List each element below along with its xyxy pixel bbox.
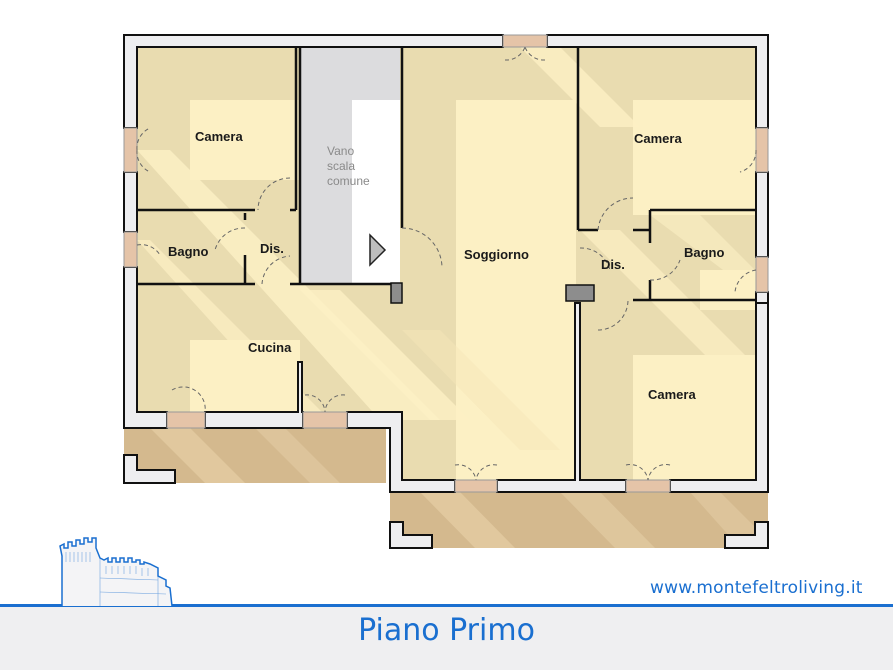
pillar (390, 282, 403, 304)
footer-divider (0, 604, 893, 607)
room-label-bagno-w: Bagno (168, 244, 209, 259)
pillar (565, 284, 595, 302)
door-swings (136, 46, 757, 481)
exterior-walls (123, 34, 769, 549)
room-label-camera-ne: Camera (634, 131, 682, 146)
windows (123, 34, 769, 493)
room-label-cucina: Cucina (248, 340, 292, 355)
floor-title: Piano Primo (358, 613, 535, 648)
room-label-camera-nw: Camera (195, 129, 243, 144)
balcony-south (390, 492, 768, 548)
footer-band (0, 605, 893, 670)
stairwell (300, 47, 400, 283)
stair-arrow-icon (369, 233, 387, 267)
room-label-bagno-e: Bagno (684, 245, 725, 260)
room-label-camera-se: Camera (648, 387, 696, 402)
room-label-dis-w: Dis. (260, 241, 284, 256)
interior-walls (137, 47, 756, 302)
castle-logo-icon (0, 537, 200, 607)
room-label-stairwell: Vano scala comune (327, 144, 370, 188)
room-label-soggiorno: Soggiorno (464, 247, 529, 262)
room-label-dis-e: Dis. (601, 257, 625, 272)
website-link[interactable]: www.montefeltroliving.it (650, 578, 863, 598)
